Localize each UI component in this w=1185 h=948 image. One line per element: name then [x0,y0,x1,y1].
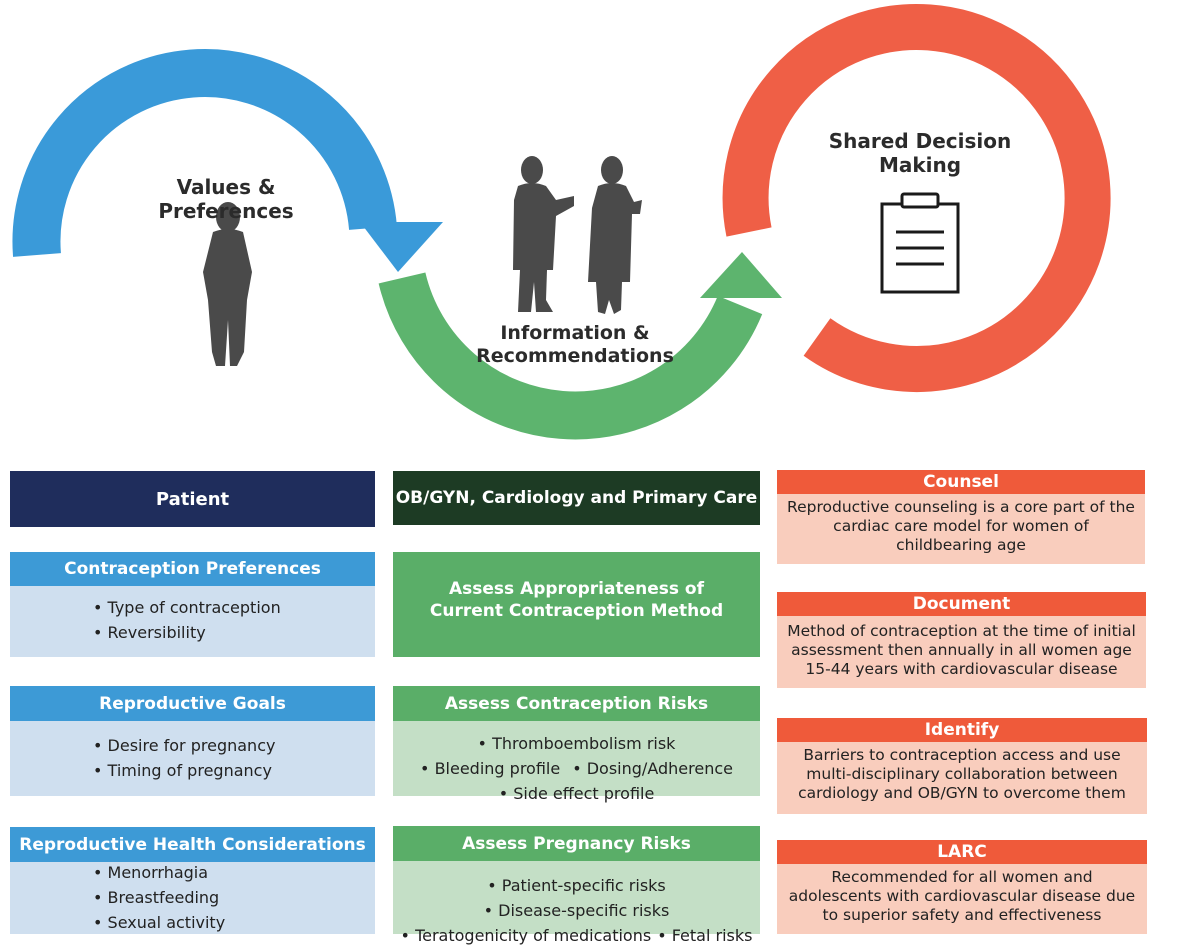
list-item: Bleeding profile [420,756,561,781]
pregnancy-risks-card: Assess Pregnancy Risks Patient-specific … [393,826,760,945]
clipboard-icon [880,192,960,294]
list-item: Desire for pregnancy [93,733,375,758]
appropriateness-card: Assess Appropriateness of Current Contra… [393,552,760,657]
list-item: Sexual activity [93,910,375,935]
list-item: Timing of pregnancy [93,758,375,783]
larc-title: LARC [777,840,1147,864]
shared-label-line-2: Making [878,153,962,177]
list-item: Teratogenicity of medications [401,923,651,948]
document-card: Document Method of contraception at the … [777,592,1146,688]
blue-flow-arc [12,48,397,257]
shared-label-line-1: Shared Decision [828,129,1012,153]
counsel-card: Counsel Reproductive counseling is a cor… [777,470,1145,564]
flow-diagram [12,4,1111,440]
identify-text: Barriers to contraception access and use… [798,746,1126,802]
pregnancy-risks-title: Assess Pregnancy Risks [393,826,760,861]
reproductive-goals-card: Reproductive Goals Desire for pregnancy … [10,686,375,796]
patient-silhouette-icon [203,202,252,366]
information-recommendations-label: Information & Recommendations [460,322,690,368]
list-item: Breastfeeding [93,885,375,910]
green-flow-arc [378,272,763,440]
appropriateness-line-1: Assess Appropriateness of [448,579,704,599]
identify-card: Identify Barriers to contraception acces… [777,718,1147,814]
larc-card: LARC Recommended for all women and adole… [777,840,1147,934]
reproductive-health-list: Menorrhagia Breastfeeding Sexual activit… [10,860,375,935]
reproductive-health-title: Reproductive Health Considerations [10,827,375,862]
shared-decision-label: Shared Decision Making [820,129,1020,177]
values-preferences-label: Values & Preferences [158,175,294,223]
larc-text: Recommended for all women and adolescent… [788,868,1136,924]
contraception-risks-list: Thromboembolism risk Bleeding profile Do… [393,731,760,806]
list-item: Disease-specific risks [484,898,669,923]
patient-column-header: Patient [10,471,375,527]
list-item: Type of contraception [93,595,375,620]
info-label-line-1: Information & [500,322,650,344]
appropriateness-title: Assess Appropriateness of Current Contra… [393,578,760,622]
contraception-risks-card: Assess Contraception Risks Thromboemboli… [393,686,760,803]
red-decision-ring [722,4,1111,392]
care-column-header: OB/GYN, Cardiology and Primary Care [393,471,760,525]
info-label-line-2: Recommendations [476,344,674,367]
list-item: Reversibility [93,620,375,645]
list-item: Thromboembolism risk [478,731,675,756]
list-item: Patient-specific risks [487,873,666,898]
green-arrowhead [700,252,782,298]
list-item: Fetal risks [657,923,753,948]
blue-arrowhead [360,222,443,272]
list-item: Dosing/Adherence [572,756,733,781]
contraception-preferences-list: Type of contraception Reversibility [10,595,375,645]
list-item: Menorrhagia [93,860,375,885]
appropriateness-line-2: Current Contraception Method [429,601,724,621]
contraception-preferences-title: Contraception Preferences [10,552,375,586]
reproductive-goals-title: Reproductive Goals [10,686,375,721]
counsel-title: Counsel [777,470,1145,494]
list-item: Side effect profile [499,781,654,806]
reproductive-goals-list: Desire for pregnancy Timing of pregnancy [10,733,375,783]
pregnancy-risks-list: Patient-specific risks Disease-specific … [393,873,760,948]
identify-title: Identify [777,718,1147,742]
document-title: Document [777,592,1146,616]
contraception-risks-title: Assess Contraception Risks [393,686,760,721]
document-text: Method of contraception at the time of i… [787,622,1136,678]
reproductive-health-card: Reproductive Health Considerations Menor… [10,827,375,934]
care-header-text: OB/GYN, Cardiology and Primary Care [395,488,758,508]
contraception-preferences-card: Contraception Preferences Type of contra… [10,552,375,657]
doctors-silhouette-icon [513,156,642,314]
counsel-text: Reproductive counseling is a core part o… [787,498,1135,554]
patient-header-text: Patient [155,488,230,510]
